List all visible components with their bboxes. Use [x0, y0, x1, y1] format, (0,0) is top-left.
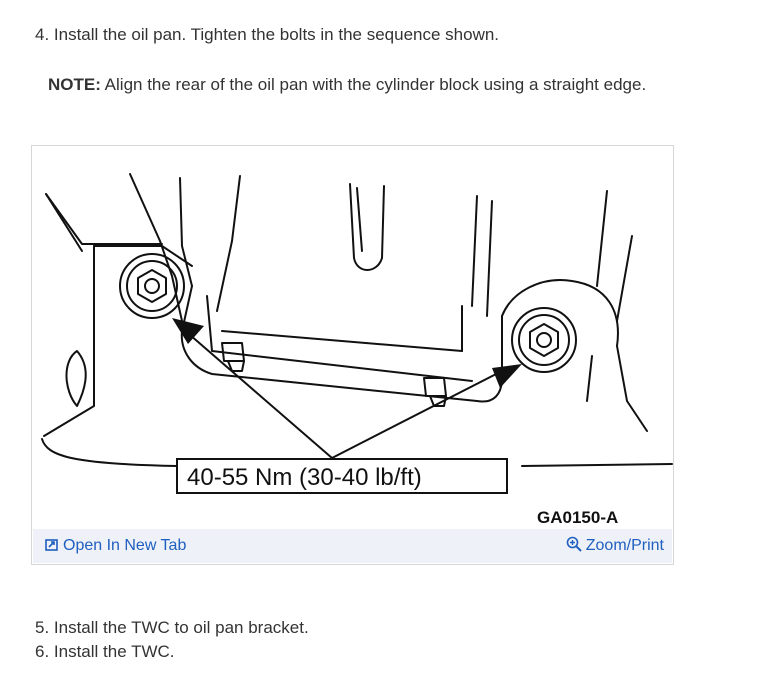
torque-label: 40-55 Nm (30-40 lb/ft)	[187, 464, 422, 491]
open-new-tab-icon	[45, 539, 58, 551]
open-in-new-tab-link[interactable]: Open In New Tab	[45, 536, 186, 556]
open-in-new-tab-label: Open In New Tab	[63, 537, 187, 554]
zoom-print-label: Zoom/Print	[585, 537, 664, 554]
note-text: Align the rear of the oil pan with the c…	[100, 75, 647, 94]
zoom-print-link[interactable]: Zoom/Print	[566, 536, 664, 556]
note-label: NOTE:	[48, 75, 101, 94]
step-4-text: 4. Install the oil pan. Tighten the bolt…	[35, 25, 500, 44]
figure-footer: Open In New Tab Zoom/Print	[33, 529, 672, 563]
zoom-icon	[566, 536, 582, 552]
step-6-text: 6. Install the TWC.	[35, 642, 175, 661]
oil-pan-bolt-diagram: 40-55 Nm (30-40 lb/ft) GA0150-A	[41, 173, 673, 527]
figure-code: GA0150-A	[537, 508, 618, 527]
note: NOTE: Align the rear of the oil pan with…	[48, 74, 646, 96]
step-5-text: 5. Install the TWC to oil pan bracket.	[35, 618, 309, 637]
oil-pan-figure: 40-55 Nm (30-40 lb/ft) GA0150-A Open In …	[31, 145, 674, 565]
